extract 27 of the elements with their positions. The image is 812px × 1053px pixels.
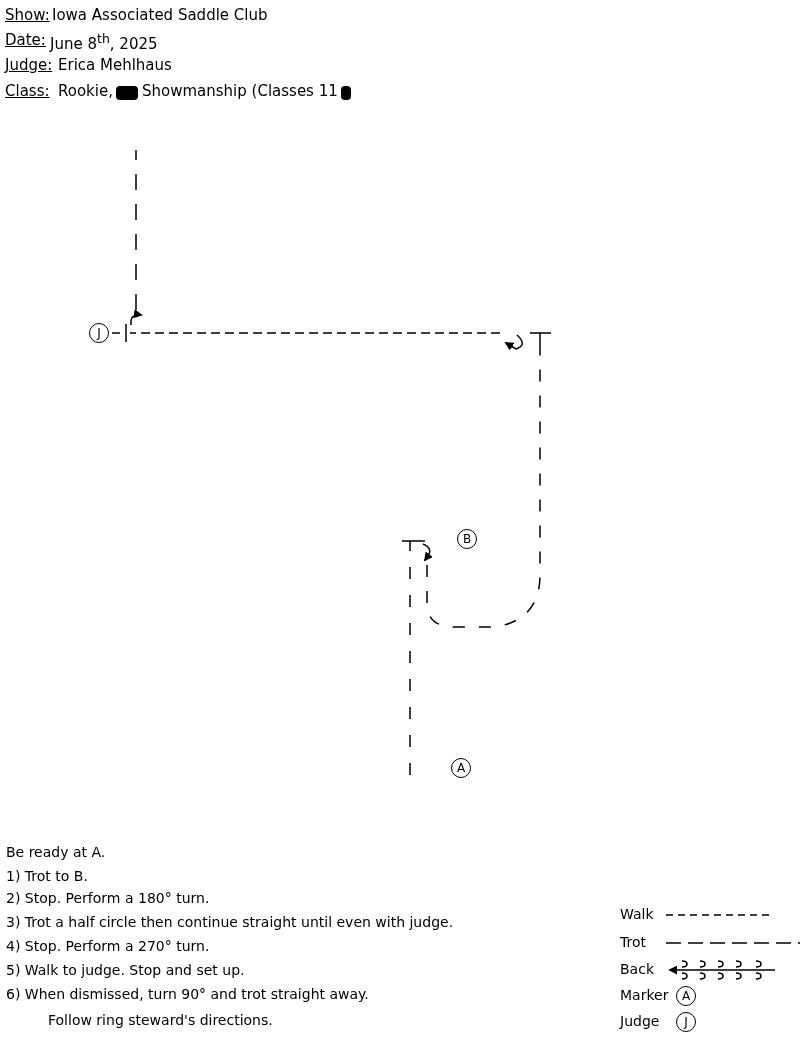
field-label: Date: bbox=[5, 31, 46, 49]
instruction-text: 1) Trot to B. bbox=[6, 868, 88, 885]
marker-circle: B bbox=[457, 529, 477, 549]
instruction-text: 6) When dismissed, turn 90° and trot straight away. bbox=[6, 986, 369, 1003]
instruction-text: Follow ring steward's directions. bbox=[48, 1012, 273, 1029]
instruction-text: 3) Trot a half circle then continue straight until even with judge. bbox=[6, 914, 454, 931]
field-label: Show: bbox=[5, 6, 50, 24]
legend-label: Back bbox=[620, 961, 654, 978]
legend-label: Walk bbox=[620, 906, 654, 923]
legend-symbol: A bbox=[676, 986, 696, 1006]
instruction-text: 2) Stop. Perform a 180° turn. bbox=[6, 890, 210, 907]
instruction-text: 4) Stop. Perform a 270° turn. bbox=[6, 938, 210, 955]
instruction-text: Be ready at A. bbox=[6, 844, 106, 861]
field-value: June 8$^{th}$, 2025 bbox=[50, 31, 158, 53]
legend-symbol: J bbox=[676, 1012, 696, 1032]
field-value: Erica Mehlhaus bbox=[58, 56, 172, 74]
field-label: Judge: bbox=[5, 56, 53, 74]
legend-label: Judge bbox=[620, 1013, 660, 1030]
field-value: Showmanship (Classes 11 bbox=[142, 82, 338, 100]
marker-circle: A bbox=[451, 758, 471, 778]
field-value: Iowa Associated Saddle Club bbox=[52, 6, 268, 24]
legend-label: Trot bbox=[620, 934, 646, 951]
legend-label: Marker bbox=[620, 987, 669, 1004]
field-value: Rookie, bbox=[58, 82, 113, 100]
marker-circle: J bbox=[89, 323, 109, 343]
instruction-text: 5) Walk to judge. Stop and set up. bbox=[6, 962, 245, 979]
field-label: Class: bbox=[5, 82, 50, 100]
